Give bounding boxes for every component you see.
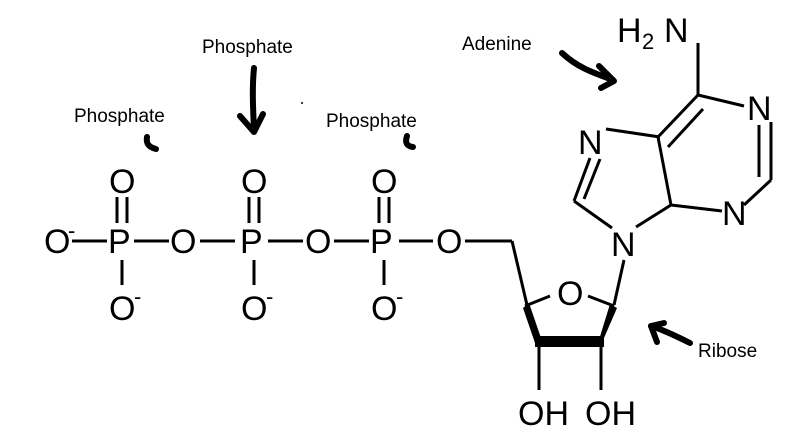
atom-oh-left: OH — [518, 395, 569, 433]
atom-o-minus-left: O — [44, 223, 70, 261]
charge-o-bottom-2: - — [266, 284, 273, 309]
arrowhead-ribose — [648, 320, 667, 345]
atom-p2: P — [240, 223, 263, 261]
arrowhead-adenine — [596, 63, 617, 91]
atom-o-bridge-3: O — [436, 223, 462, 261]
atom-amine-subscript: 2 — [642, 29, 654, 54]
atom-amine-n: N — [664, 12, 689, 50]
atom-o-bridge-1: O — [170, 223, 196, 261]
label-ribose: Ribose — [698, 341, 757, 362]
label-phosphate-right: Phosphate — [326, 111, 417, 132]
atom-o-top-1: O — [109, 163, 135, 201]
atom-n9: N — [611, 226, 636, 264]
atom-n7: N — [578, 124, 603, 162]
atom-o-bottom-1: O — [109, 290, 135, 328]
atom-o-bottom-3: O — [371, 290, 397, 328]
charge-o-bottom-1: - — [134, 284, 141, 309]
label-phosphate-left: Phosphate — [74, 106, 165, 127]
label-adenine: Adenine — [462, 34, 532, 55]
atom-p3: P — [370, 223, 393, 261]
mark-phosphate-right — [403, 133, 416, 150]
atom-p1: P — [108, 223, 131, 261]
atom-o-top-2: O — [241, 163, 267, 201]
atom-oh-right: OH — [585, 395, 636, 433]
charge-o-bottom-3: - — [396, 284, 403, 309]
atom-n3: N — [722, 195, 747, 233]
label-phosphate-middle: Phosphate — [202, 37, 293, 58]
atom-o-bottom-2: O — [241, 290, 267, 328]
ribose-ring — [510, 240, 626, 390]
stray-dot — [301, 102, 303, 104]
atom-o-bridge-2: O — [305, 223, 331, 261]
arrowhead-phosphate-middle — [237, 111, 266, 135]
phosphate-chain-bonds — [72, 197, 512, 285]
arrow-phosphate-middle — [249, 65, 257, 133]
atom-amine-h: H — [617, 12, 642, 50]
charge-o-minus-left: - — [68, 218, 75, 243]
mark-phosphate-left — [143, 134, 159, 152]
adenine-ring — [572, 43, 773, 230]
atom-ring-o: O — [557, 275, 583, 313]
atom-o-top-3: O — [371, 163, 397, 201]
atom-n1: N — [747, 90, 772, 128]
